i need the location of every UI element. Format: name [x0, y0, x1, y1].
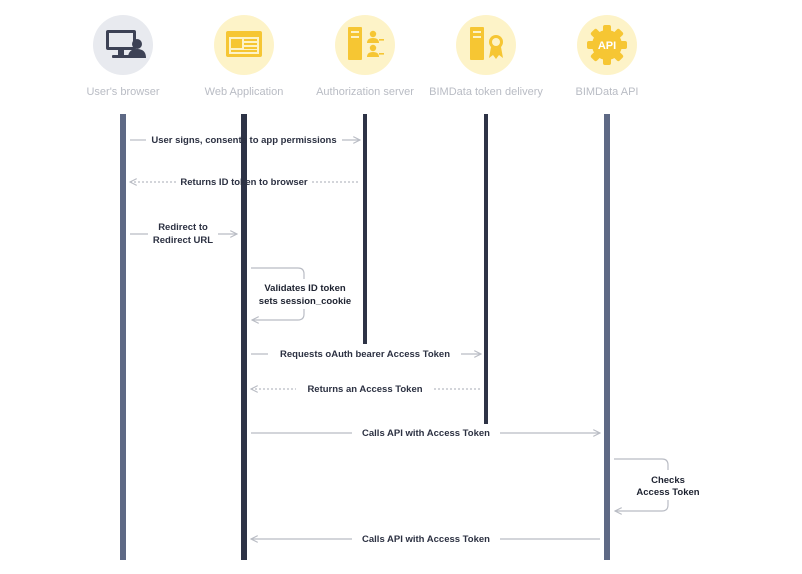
- api-gear-icon: API: [587, 25, 627, 65]
- actor-label: BIMData API: [576, 86, 639, 98]
- self-arrow: [252, 309, 305, 320]
- message-user-signs: User signs, consents to app permissions: [130, 135, 360, 146]
- actor-webapp: Web Application: [205, 15, 284, 98]
- browser-window-icon: [226, 31, 262, 57]
- message-label: Calls API with Access Token: [362, 428, 490, 439]
- self-message-validates: Validates ID token sets session_cookie: [251, 267, 351, 320]
- message-label: Returns an Access Token: [307, 384, 422, 395]
- message-label: Checks: [651, 475, 685, 486]
- message-requests-token: Requests oAuth bearer Access Token: [251, 349, 481, 360]
- message-label: Redirect to: [158, 222, 208, 233]
- message-redirect: Redirect to Redirect URL: [130, 222, 237, 246]
- actor-label: Authorization server: [316, 86, 414, 98]
- actor-api: API BIMData API: [576, 15, 639, 98]
- message-label: Calls API with Access Token: [362, 534, 490, 545]
- auth-icon-bg: [335, 15, 395, 75]
- server-users-icon: [348, 27, 384, 60]
- actor-label: BIMData token delivery: [429, 86, 543, 98]
- message-calls-api-response: Calls API with Access Token: [251, 534, 600, 545]
- actor-auth: Authorization server: [316, 15, 414, 98]
- message-calls-api: Calls API with Access Token: [251, 428, 600, 439]
- lifeline-api: [604, 114, 610, 560]
- actor-label: Web Application: [205, 86, 284, 98]
- message-label: User signs, consents to app permissions: [151, 135, 336, 146]
- actor-label: User's browser: [86, 86, 159, 98]
- self-arrow: [614, 458, 669, 470]
- lifeline-browser: [120, 114, 126, 560]
- actor-browser: User's browser: [86, 15, 160, 98]
- message-returns-id-token: Returns ID token to browser: [130, 177, 360, 188]
- self-arrow: [251, 267, 305, 279]
- computer-user-icon: [106, 30, 146, 58]
- self-message-checks: Checks Access Token: [614, 458, 700, 511]
- lifeline-auth: [363, 114, 367, 344]
- message-label: Validates ID token: [264, 283, 346, 294]
- message-label: Redirect URL: [153, 235, 213, 246]
- message-label: sets session_cookie: [259, 296, 351, 307]
- lifeline-token: [484, 114, 488, 424]
- message-returns-access-token: Returns an Access Token: [251, 384, 481, 395]
- message-label: Returns ID token to browser: [180, 177, 308, 188]
- api-icon-text: API: [598, 40, 616, 52]
- message-label: Access Token: [636, 487, 699, 498]
- actor-token: BIMData token delivery: [429, 15, 543, 98]
- message-label: Requests oAuth bearer Access Token: [280, 349, 450, 360]
- token-icon-bg: [456, 15, 516, 75]
- lifeline-webapp: [241, 114, 247, 560]
- self-arrow: [615, 500, 669, 511]
- server-certificate-icon: [470, 27, 503, 60]
